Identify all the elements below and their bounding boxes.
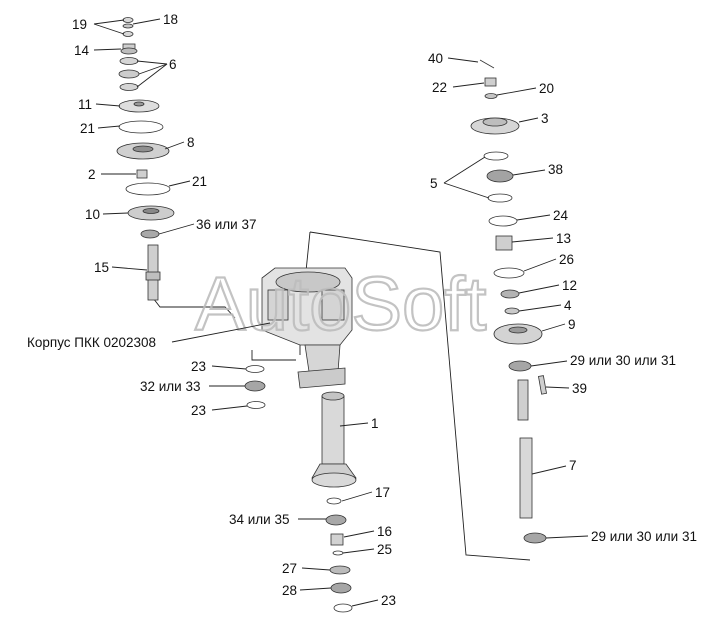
ring-5b <box>487 193 513 203</box>
label-3: 3 <box>541 111 549 126</box>
washer-6c <box>119 83 139 91</box>
label-10: 10 <box>85 207 100 222</box>
label-27: 27 <box>282 561 297 576</box>
nut-19a <box>122 17 134 23</box>
label-32-or-33: 32 или 33 <box>140 379 201 394</box>
label-26: 26 <box>559 252 574 267</box>
watermark: AutoSoft <box>195 262 487 347</box>
bearing-29a <box>508 360 532 372</box>
washer-6b <box>118 69 140 79</box>
bearing-29b <box>523 532 547 544</box>
bearing-36 <box>140 229 160 239</box>
gear-9 <box>493 323 543 345</box>
label-14: 14 <box>74 43 90 58</box>
label-25: 25 <box>377 542 392 557</box>
right-stack-parts <box>470 59 547 544</box>
washer-6a <box>119 57 139 65</box>
tube-1 <box>321 395 345 465</box>
label-9: 9 <box>568 317 576 332</box>
label-7: 7 <box>569 458 577 473</box>
label-4: 4 <box>564 298 572 313</box>
ring-12 <box>500 289 520 299</box>
label-21a: 21 <box>80 121 95 136</box>
label-19: 19 <box>72 17 87 32</box>
label-20: 20 <box>539 81 554 96</box>
pin-40 <box>479 59 495 69</box>
label-15: 15 <box>94 260 109 275</box>
bearing-32 <box>244 380 266 392</box>
label-21b: 21 <box>192 174 207 189</box>
label-18: 18 <box>163 12 178 27</box>
label-28: 28 <box>282 583 297 598</box>
gear-13 <box>495 235 513 251</box>
leader-lines <box>93 18 589 607</box>
circlip-23c <box>333 603 353 613</box>
washer-18 <box>122 23 134 29</box>
ring-27 <box>329 565 351 575</box>
left-stack-parts <box>116 17 175 301</box>
nut-19b <box>122 31 134 37</box>
shaft-7 <box>517 379 529 421</box>
label-38: 38 <box>548 162 563 177</box>
label-8: 8 <box>187 135 195 150</box>
ring-26 <box>493 267 525 279</box>
label-housing: Корпус ПКК 0202308 <box>27 335 156 350</box>
label-1: 1 <box>371 416 379 431</box>
bushing-16 <box>330 533 344 546</box>
label-13: 13 <box>556 231 571 246</box>
label-16: 16 <box>377 524 392 539</box>
sleeve-4 <box>504 307 520 315</box>
label-29-top: 29 или 30 или 31 <box>570 353 676 368</box>
circlip-24 <box>488 215 518 227</box>
gasket-21a <box>118 120 164 134</box>
key-39 <box>538 375 547 395</box>
ring-25 <box>332 550 344 556</box>
label-23a: 23 <box>191 359 206 374</box>
label-11: 11 <box>78 97 92 112</box>
nut-22 <box>484 77 497 87</box>
label-5: 5 <box>430 176 438 191</box>
part-labels: 19 18 14 6 11 21 8 2 21 10 36 или 37 15 … <box>27 12 697 608</box>
label-23b: 23 <box>191 403 206 418</box>
label-23c: 23 <box>381 593 396 608</box>
circlip-23a <box>245 365 265 373</box>
label-34-or-35: 34 или 35 <box>229 512 290 527</box>
circlip-23b <box>246 401 266 409</box>
bearing-28 <box>330 582 352 594</box>
label-2: 2 <box>88 167 96 182</box>
label-17: 17 <box>375 485 390 500</box>
bearing-34 <box>325 514 347 526</box>
label-12: 12 <box>562 278 577 293</box>
ring-5a <box>483 151 509 161</box>
label-40: 40 <box>428 51 443 66</box>
bearing-38 <box>486 169 514 183</box>
label-24: 24 <box>553 208 569 223</box>
washer-20 <box>484 93 498 99</box>
ring-17 <box>326 497 342 505</box>
label-6: 6 <box>169 57 177 72</box>
gasket-21b <box>125 182 171 196</box>
label-39: 39 <box>572 381 587 396</box>
sleeve-2 <box>136 169 148 179</box>
central-housing-assembly <box>244 267 357 613</box>
label-22: 22 <box>432 80 447 95</box>
flange-1 <box>311 472 357 488</box>
label-36-or-37: 36 или 37 <box>196 217 257 232</box>
label-29-bottom: 29 или 30 или 31 <box>591 529 697 544</box>
